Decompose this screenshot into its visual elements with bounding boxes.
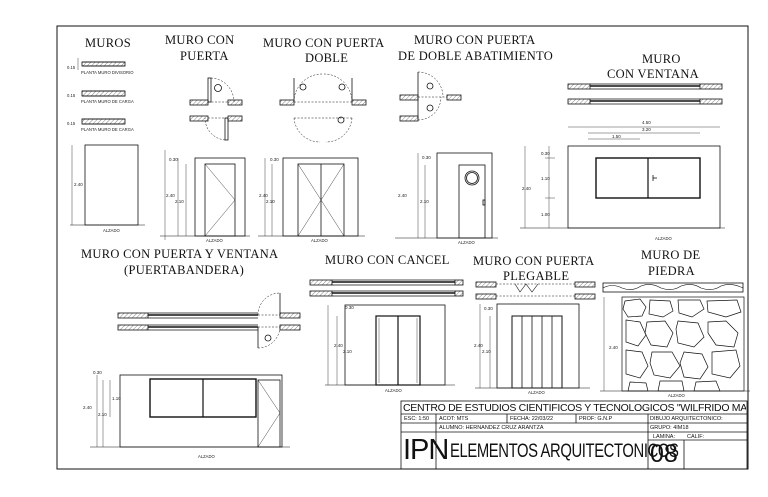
dim-cancel-210: 2.10 — [343, 349, 352, 354]
alzado-doble-abatimiento — [395, 152, 498, 239]
title-puerta-doble-1: MURO CON PUERTA — [263, 36, 385, 50]
title-doble-abat-2: DE DOBLE ABATIMIENTO — [398, 49, 554, 63]
title-muros: MUROS — [85, 36, 131, 50]
alzado-label-abatimiento: ALZADO — [458, 240, 475, 245]
alzado-label-piedra: ALZADO — [668, 393, 685, 398]
alzado-muro — [70, 144, 145, 226]
title-block-school: CENTRO DE ESTUDIOS CIENTIFICOS Y TECNOLO… — [403, 402, 746, 414]
label-thickness-1: 0.15 — [67, 65, 76, 70]
dim-pv-210: 2.10 — [98, 412, 107, 417]
dim-ventana-110: 1.10 — [541, 176, 550, 181]
dim-puerta-240: 2.40 — [166, 193, 175, 198]
title-block-subject: DIBUJO ARQUITECTONICO: — [650, 416, 723, 422]
title-block-lamina-number: 08 — [650, 440, 678, 468]
alzado-muro-puerta — [160, 150, 250, 240]
dim-ventana-450: 4.50 — [642, 120, 651, 125]
title-block-lines — [400, 400, 748, 470]
dim-doble-240: 2.40 — [259, 193, 268, 198]
plan-puerta-doble — [279, 73, 367, 143]
alzado-label-muros: ALZADO — [103, 228, 120, 233]
dim-doble-030: 0.30 — [270, 157, 279, 162]
alzado-muro-ventana — [520, 126, 725, 229]
title-ventana-2: CON VENTANA — [607, 67, 699, 81]
title-piedra-1: MURO DE — [641, 248, 701, 262]
dim-abat-030: 0.30 — [422, 155, 431, 160]
title-block-grupo: GRUPO: 4IM18 — [650, 425, 689, 431]
plan-muro-carga-2 — [81, 118, 126, 125]
dim-pv-110: 1.10 — [112, 396, 121, 401]
plan-muro-puerta — [189, 77, 243, 141]
title-block-sheet-title: ELEMENTOS ARQUITECTONICOS — [450, 441, 679, 462]
alzado-muro-piedra — [600, 296, 750, 392]
dim-ventana-100: 1.00 — [541, 212, 550, 217]
label-thickness-3: 0.15 — [67, 121, 76, 126]
title-block-fecha: FECHA: 22/03/22 — [510, 416, 554, 422]
plan-muro-piedra — [602, 282, 744, 293]
label-muro-carga-2: PLANTA MURO DE CARGA — [81, 127, 134, 132]
alzado-label-puerta-ventana: ALZADO — [198, 454, 215, 459]
alzado-label-doble: ALZADO — [311, 238, 328, 243]
alzado-label-puerta: ALZADO — [206, 238, 223, 243]
dim-ventana-240: 2.40 — [522, 186, 531, 191]
alzado-puerta-doble — [258, 157, 365, 237]
title-block-calif-label: CALIF: — [687, 434, 705, 440]
dim-pv-240: 2.40 — [83, 405, 92, 410]
title-muro-puerta-2: PUERTA — [180, 49, 229, 63]
plan-puerta-plegable — [475, 281, 596, 300]
dim-ventana-320: 3.20 — [642, 127, 651, 132]
dim-doble-210: 2.10 — [266, 199, 275, 204]
dim-plegable-030: 0.30 — [484, 306, 493, 311]
title-plegable-1: MURO CON PUERTA — [473, 254, 595, 268]
dim-muros-240: 2.40 — [74, 182, 83, 187]
ipn-logo-text: IPN — [403, 434, 449, 466]
alzado-puerta-plegable — [475, 303, 590, 389]
plan-doble-abatimiento — [399, 71, 462, 122]
title-block-prof: PROF: G.N.P — [579, 416, 613, 422]
title-doble-abat-1: MURO CON PUERTA — [414, 33, 536, 47]
title-block-acot: ACOT: MTS — [439, 416, 469, 422]
label-muro-carga-1: PLANTA MURO DE CARGA — [81, 99, 134, 104]
alzado-label-ventana: ALZADO — [655, 236, 672, 241]
dim-plegable-210: 2.10 — [482, 349, 491, 354]
title-ventana-1: MURO — [642, 52, 681, 66]
dim-abat-210: 2.10 — [420, 199, 429, 204]
dim-abat-240: 2.40 — [398, 193, 407, 198]
title-block-alumno: ALUMNO: HERNANDEZ CRUZ ARANTZA — [439, 425, 544, 431]
alzado-muro-cancel — [325, 304, 455, 386]
dim-pv-030: 0.30 — [93, 370, 102, 375]
plan-puerta-ventana — [117, 292, 301, 349]
plan-muro-divisorio — [77, 58, 126, 70]
title-plegable-2: PLEGABLE — [503, 269, 570, 283]
title-muro-puerta-1: MURO CON — [165, 33, 235, 47]
label-muro-divisorio: PLANTA MURO DIVISORIO — [81, 70, 134, 75]
plan-muro-ventana — [567, 83, 723, 105]
title-cancel: MURO CON CANCEL — [325, 253, 450, 267]
dim-cancel-240: 2.40 — [334, 343, 343, 348]
plan-muro-cancel — [309, 279, 464, 297]
dim-cancel-030: 0.30 — [345, 305, 354, 310]
alzado-label-cancel: ALZADO — [385, 388, 402, 393]
dim-puerta-030: 0.30 — [169, 157, 178, 162]
title-block-esc: ESC: 1:50 — [404, 416, 430, 422]
alzado-puerta-ventana — [90, 374, 290, 448]
dim-ventana-030: 0.30 — [541, 151, 550, 156]
alzado-label-plegable: ALZADO — [528, 390, 545, 395]
dim-plegable-240: 2.40 — [474, 343, 483, 348]
dim-ventana-150: 1.50 — [612, 134, 621, 139]
title-piedra-2: PIEDRA — [648, 264, 695, 278]
title-puerta-ventana-1: MURO CON PUERTA Y VENTANA — [81, 247, 279, 261]
title-block-lamina-label: LAMINA: — [653, 434, 676, 440]
label-thickness-2: 0.15 — [67, 93, 76, 98]
plan-muro-carga-1 — [81, 90, 126, 97]
title-puerta-ventana-2: (PUERTABANDERA) — [124, 263, 245, 277]
dim-piedra-240: 2.40 — [609, 345, 618, 350]
dim-puerta-210: 2.10 — [175, 199, 184, 204]
title-puerta-doble-2: DOBLE — [305, 51, 349, 65]
